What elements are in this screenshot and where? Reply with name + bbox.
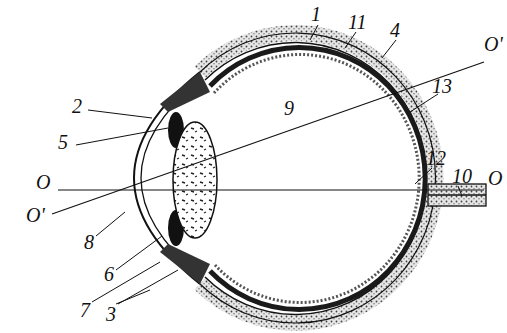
- callout-number: 10: [452, 166, 472, 186]
- sclera-inner-edge: [205, 42, 426, 314]
- lens: [173, 122, 217, 238]
- callout-number: 9: [284, 98, 294, 118]
- ciliary-body: [160, 72, 210, 112]
- sclera: [200, 33, 436, 323]
- sclera-outline: [200, 33, 436, 323]
- axis-label: O': [484, 34, 503, 54]
- callout-number: 12: [426, 148, 446, 168]
- callout-number: 4: [390, 20, 400, 40]
- axis-label: O: [36, 172, 50, 192]
- callout-number: 3: [106, 304, 116, 324]
- callout-number: 13: [432, 76, 452, 96]
- optic-nerve-core: [428, 194, 486, 196]
- callout-number: 6: [104, 264, 114, 284]
- callout-number: 11: [348, 12, 367, 32]
- retina: [214, 54, 419, 302]
- callout-number: 2: [72, 96, 82, 116]
- visual-axis: [52, 62, 484, 214]
- axis-label: O': [26, 205, 45, 225]
- axis-label: O: [488, 168, 502, 188]
- leader-lines: [76, 25, 462, 304]
- callout-number: 7: [80, 300, 90, 320]
- choroid: [210, 47, 425, 309]
- ciliary-body: [160, 244, 210, 284]
- callout-number: 8: [84, 232, 94, 252]
- callout-number: 1: [311, 4, 321, 24]
- callout-number: 5: [58, 132, 68, 152]
- optic-nerve: [428, 184, 486, 206]
